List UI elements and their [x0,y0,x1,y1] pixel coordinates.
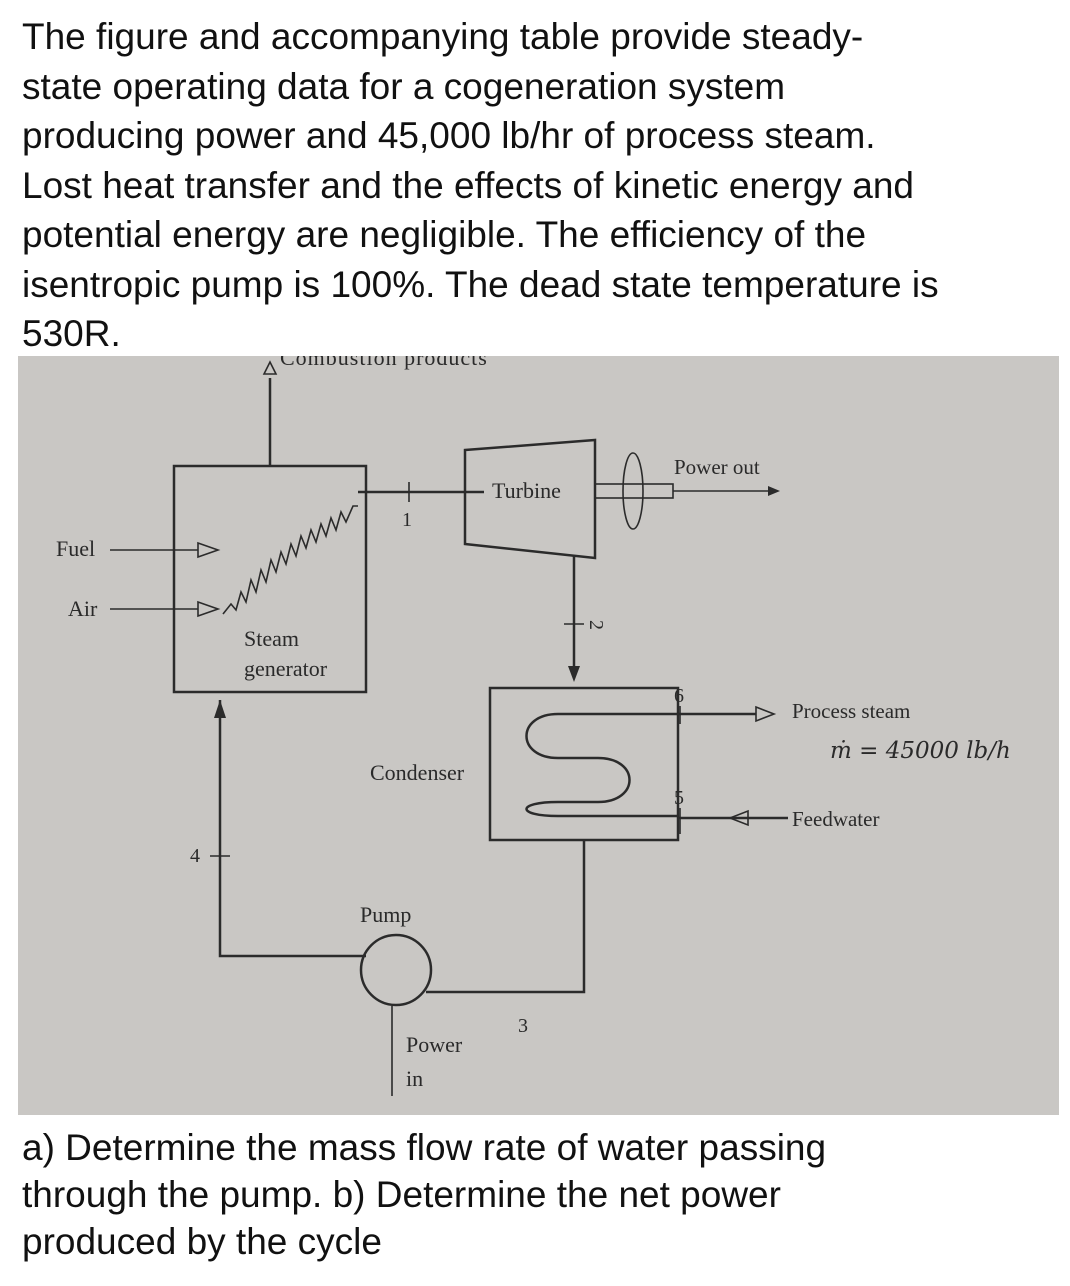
pump [359,933,433,1007]
condenser-label: Condenser [370,760,465,785]
question-line: produced by the cycle [22,1221,382,1262]
problem-line: producing power and 45,000 lb/hr of proc… [22,115,876,156]
mass-flow-label: ṁ = 45000 lb/h [830,738,1011,764]
problem-line: Lost heat transfer and the effects of ki… [22,164,914,206]
problem-statement: The figure and accompanying table provid… [22,12,1062,359]
state-4-label: 4 [190,845,200,867]
steam-generator-label: Steam [244,626,299,651]
steam-generator-box [172,464,368,694]
state-3-label: 3 [518,1015,528,1037]
steam-generator-coil [222,505,358,615]
cogeneration-diagram: Combustion products Steam generator Fuel… [18,356,1059,1115]
air-inlet-arrow [110,600,221,618]
fuel-label: Fuel [56,536,95,561]
problem-line: potential energy are negligible. The eff… [22,214,867,255]
combustion-products-exhaust [262,360,278,466]
problem-line: 530R. [22,313,121,354]
power-out-label: Power out [674,455,760,479]
state-1-label: 1 [402,509,412,531]
problem-line: isentropic pump is 100%. The dead state … [22,263,939,305]
feed-line-4 [218,700,366,958]
air-label: Air [68,596,98,621]
power-in-label: in [406,1066,423,1091]
state-5-label: 5 [674,787,684,809]
power-in-label: Power [406,1032,463,1057]
feedwater-label: Feedwater [792,807,879,831]
condenser-coil [525,712,678,818]
question-statement: a) Determine the mass flow rate of water… [22,1124,1062,1265]
turbine [463,438,597,560]
steam-generator-label: generator [244,656,328,681]
question-line: through the pump. b) Determine the net p… [22,1174,781,1215]
problem-line: The figure and accompanying table provid… [22,16,864,57]
state-6-label: 6 [674,685,684,707]
fuel-inlet-arrow [110,541,221,559]
pump-label: Pump [360,902,411,927]
state-2-label: 2 [585,620,607,630]
problem-line: state operating data for a cogeneration … [22,65,786,107]
question-line: a) Determine the mass flow rate of water… [22,1127,827,1168]
condensate-line-3 [426,840,586,994]
combustion-products-label: Combustion products [280,356,488,370]
power-out-arrow [673,486,780,496]
turbine-label: Turbine [492,478,561,503]
process-steam-label: Process steam [792,699,910,723]
diagram-background [18,356,1059,1115]
